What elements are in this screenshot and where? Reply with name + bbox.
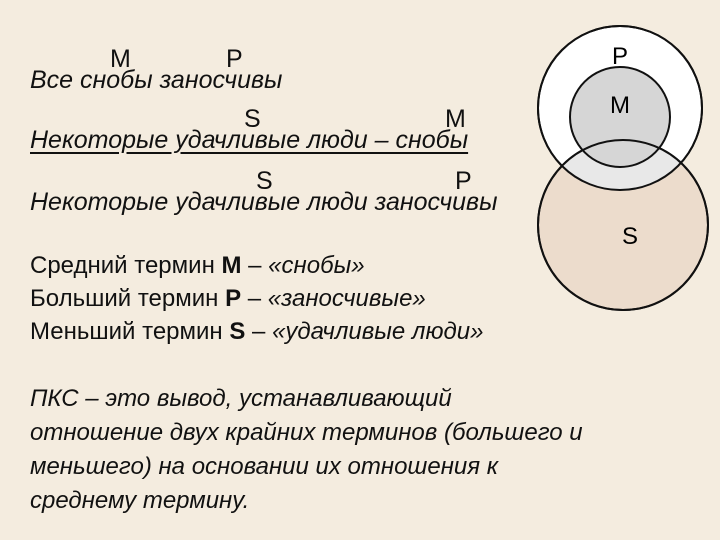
premise1-letter-m: M [110, 45, 131, 73]
premise1-letter-p: P [226, 45, 243, 73]
conclusion-letter-s: S [256, 167, 273, 195]
conclusion-text: Некоторые удачливые люди заносчивы [30, 188, 498, 216]
venn-label-p: P [612, 43, 628, 70]
venn-label-s: S [622, 223, 638, 250]
premise2-letter-m: M [445, 105, 466, 133]
venn-label-m: M [610, 92, 630, 119]
premise2-text: Некоторые удачливые люди – снобы [30, 126, 469, 154]
term-major: Больший термин P – «заносчивые» [30, 285, 426, 312]
term-middle: Средний термин M – «снобы» [30, 252, 365, 279]
term-minor: Меньший термин S – «удачливые люди» [30, 318, 484, 345]
conclusion-letter-p: P [455, 167, 472, 195]
premise1-text: Все снобы заносчивы [30, 66, 283, 94]
premise2-letter-s: S [244, 105, 261, 133]
definition-text: ПКС – это вывод, устанавливающий отношен… [30, 385, 583, 514]
